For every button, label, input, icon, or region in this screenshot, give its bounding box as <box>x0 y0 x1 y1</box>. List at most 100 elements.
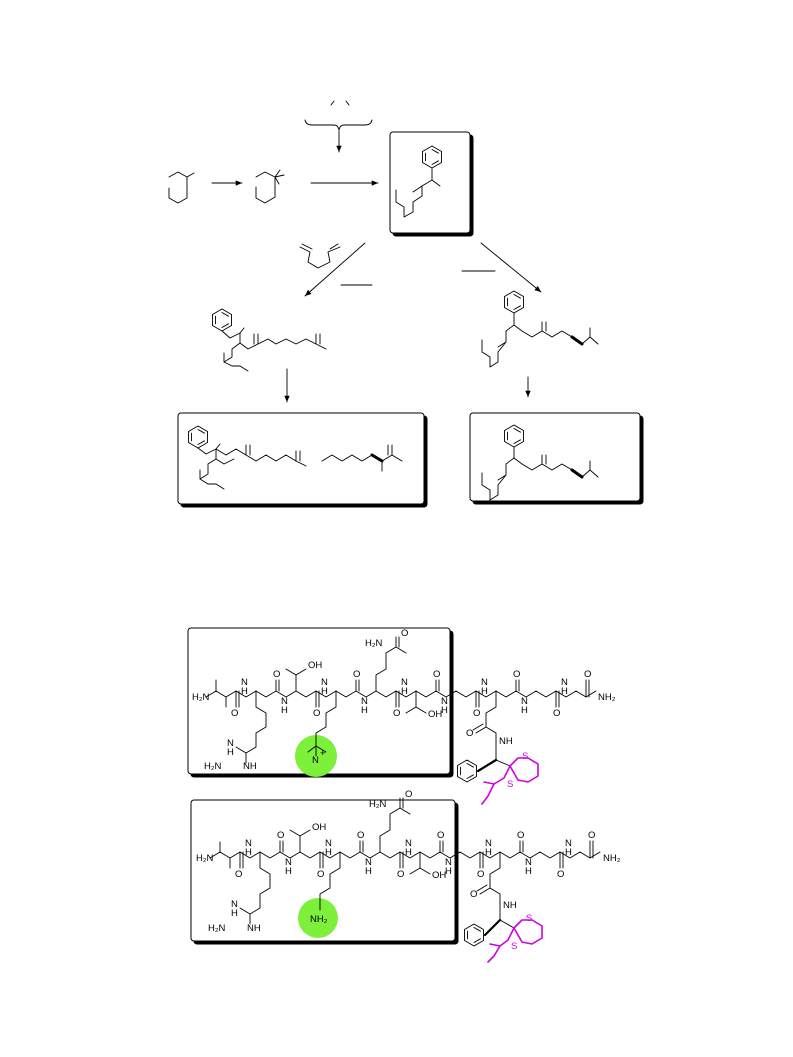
o-label: O <box>277 830 284 841</box>
o-label: O <box>353 669 360 680</box>
h-label: H <box>231 908 238 919</box>
n-label: N <box>405 838 412 849</box>
h-label: H <box>405 847 412 858</box>
s-label: S <box>526 913 532 924</box>
o-label: O <box>393 708 400 719</box>
plus-label: + <box>320 748 326 759</box>
h-label: H <box>565 847 572 858</box>
s-label: S <box>507 779 513 790</box>
h-label: H <box>285 866 292 877</box>
o-label: O <box>231 708 238 719</box>
h-label: H <box>227 747 234 758</box>
o-label: O <box>477 869 484 880</box>
h-label: H <box>325 847 332 858</box>
o-label: O <box>433 669 440 680</box>
n-label: N <box>561 677 568 688</box>
n-label: N <box>521 696 528 707</box>
o-label: O <box>397 869 404 880</box>
h2n-label: H₂N <box>204 761 222 772</box>
o-label: O <box>553 708 560 719</box>
nh-label: NH <box>503 900 517 911</box>
nh2-label: NH₂ <box>598 692 616 703</box>
n-label: N <box>481 677 488 688</box>
o-label: O <box>557 869 564 880</box>
n-label: N <box>281 696 288 707</box>
h-label: H <box>521 705 528 716</box>
n-label: N <box>361 696 368 707</box>
n-label: N <box>445 857 452 868</box>
o-label: O <box>513 669 520 680</box>
nh-label: NH <box>247 923 261 934</box>
n-label: N <box>285 857 292 868</box>
right-branch-arrow <box>480 242 542 293</box>
o-label: O <box>584 669 591 680</box>
lysine-highlight <box>298 898 338 938</box>
oh-label: OH <box>312 822 326 833</box>
o-label: O <box>437 830 444 841</box>
starting-material <box>168 171 195 204</box>
diene-reagent <box>299 243 341 269</box>
h-label: H <box>445 866 452 877</box>
n-label: N <box>241 677 248 688</box>
n-label: N <box>525 857 532 868</box>
h-label: H <box>245 847 252 858</box>
o-label: O <box>273 669 280 680</box>
h2n-label: H₂N <box>196 853 214 864</box>
nh2-label: NH₂ <box>603 853 621 864</box>
o-label: O <box>313 708 320 719</box>
h2n-label: H₂N <box>192 692 210 703</box>
o-label: O <box>405 789 412 800</box>
left-intermediate <box>212 308 327 372</box>
h-label: H <box>561 686 568 697</box>
h-label: H <box>401 686 408 697</box>
nh2-label: NH₂ <box>310 914 328 925</box>
dithiane-group-2: S S <box>487 913 543 963</box>
h2n-label: H₂N <box>208 923 226 934</box>
s-label: S <box>522 751 528 762</box>
o-label: O <box>466 728 473 739</box>
n-label: N <box>365 857 372 868</box>
o-label: O <box>473 708 480 719</box>
n-label: N <box>325 838 332 849</box>
h-label: H <box>441 705 448 716</box>
oh-label: OH <box>432 870 446 881</box>
oh-label: OH <box>308 660 322 671</box>
intermediate-1 <box>255 169 285 204</box>
peptide-lysine: H₂N N H N H N H N H N H N H N H N H N H … <box>190 789 621 963</box>
h-label: H <box>361 705 368 716</box>
nh-label: NH <box>499 736 513 747</box>
h-label: H <box>365 866 372 877</box>
o-label: O <box>317 869 324 880</box>
right-product-box <box>469 412 644 505</box>
top-scheme <box>168 100 644 508</box>
left-product-box <box>177 412 428 508</box>
key-intermediate-box <box>389 131 474 237</box>
dithiane-group-1: S S <box>481 751 539 805</box>
s-label: S <box>511 941 517 952</box>
n-label: N <box>227 738 234 749</box>
n-label: N <box>312 755 319 766</box>
oh-label: OH <box>428 709 442 720</box>
peptide-trimethyl: H₂N N H N H N H N H N H N H N H N H N H … <box>187 627 616 805</box>
h-label: H <box>481 686 488 697</box>
h-label: H <box>241 686 248 697</box>
h-label: H <box>485 847 492 858</box>
o-label: O <box>357 830 364 841</box>
o-label: O <box>401 628 408 639</box>
o-label: O <box>470 889 477 900</box>
n-label: N <box>245 838 252 849</box>
h2n-label: H₂N <box>365 638 383 649</box>
nh-label: NH <box>243 761 257 772</box>
h2n-label: H₂N <box>369 799 387 810</box>
h-label: H <box>281 705 288 716</box>
h-label: H <box>321 686 328 697</box>
o-label: O <box>588 830 595 841</box>
n-label: N <box>401 677 408 688</box>
n-label: N <box>565 838 572 849</box>
o-label: O <box>235 869 242 880</box>
o-label: O <box>517 830 524 841</box>
n-label: N <box>321 677 328 688</box>
left-branch-arrow <box>304 242 366 297</box>
top-reagent <box>304 100 373 131</box>
